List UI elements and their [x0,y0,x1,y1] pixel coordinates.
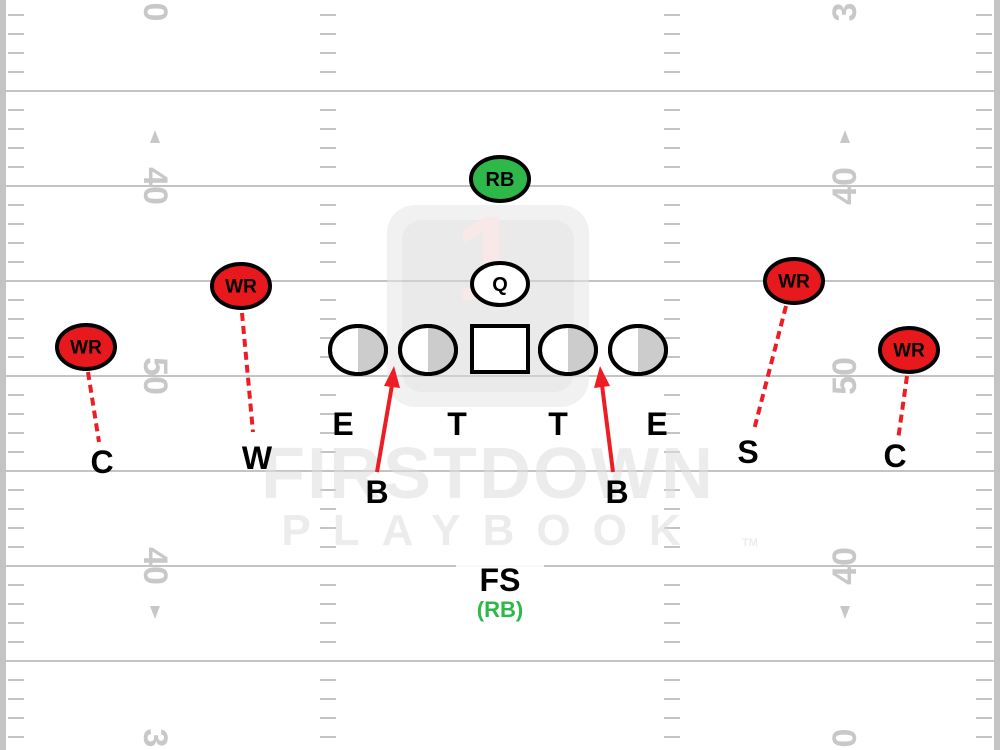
defensive-tackle-right: T [548,406,568,442]
yard-number: 0 [826,729,864,748]
yard-number: 50 [826,357,864,395]
wr-label: WR [778,272,810,293]
yard-number: 40 [826,547,864,585]
center-square [470,324,530,374]
yard-number: 3 [136,729,174,748]
wr-label: WR [893,341,925,362]
yard-number: 40 [136,547,174,585]
yard-number: 0 [136,3,174,22]
blitzer-left: B [365,474,388,510]
defensive-end-left: E [332,406,353,442]
cornerback-right: C [883,438,906,474]
wide-receiver-slot-right: WR [763,257,825,305]
defense-labels: E T T E B B C C W S FS (RB) [90,406,906,622]
watermark-title: FIRSTDOWN [261,434,715,514]
hash-marks [8,14,992,738]
wr-label: WR [225,277,257,298]
wide-receiver-far-right: WR [878,326,940,374]
watermark-logo-numeral: 1 [455,192,522,326]
yard-number: 3 [826,3,864,22]
arrow-up-icon [150,130,160,143]
qb-label: Q [492,274,508,296]
yard-number: 40 [826,167,864,205]
rb-label: RB [486,169,515,191]
yard-numbers: 0 3 40 40 50 50 40 40 3 0 [136,3,864,748]
defensive-end-right: E [646,406,667,442]
arrow-head-icon [384,366,400,388]
offensive-line [328,324,668,376]
free-safety: FS [480,562,521,598]
arrow-head-icon [594,366,610,388]
will-coverage-line [240,312,255,433]
watermark-subtitle: PLAYBOOK [281,506,702,555]
blitz-path-right [600,384,615,473]
arrow-down-icon [840,606,850,619]
corner-coverage-line [86,371,101,443]
wide-receiver-slot-left: WR [210,262,272,310]
fs-label-bg [456,560,544,635]
arrow-down-icon [150,606,160,619]
lineman-left-tackle [328,324,388,376]
watermark-tm: TM [742,537,758,549]
running-back: RB [469,155,531,203]
lineman-right-guard [538,324,598,376]
corner-coverage-line [896,375,909,441]
lineman-right-tackle [608,324,668,376]
blitzer-right: B [605,474,628,510]
free-safety-note: (RB) [477,597,523,622]
quarterback: Q [470,261,530,307]
yard-number: 40 [136,167,174,205]
sam-coverage-line [752,305,788,431]
cornerback-left: C [90,444,113,480]
will-linebacker: W [242,440,273,476]
wr-label: WR [70,338,102,359]
lineman-left-guard [398,324,458,376]
assignments [86,305,909,473]
direction-arrows [150,130,850,619]
sam-linebacker: S [737,434,758,470]
yard-number: 50 [136,357,174,395]
blitz-path-left [375,384,394,473]
defensive-tackle-left: T [447,406,467,442]
arrow-up-icon [840,130,850,143]
wide-receiver-far-left: WR [55,323,117,371]
